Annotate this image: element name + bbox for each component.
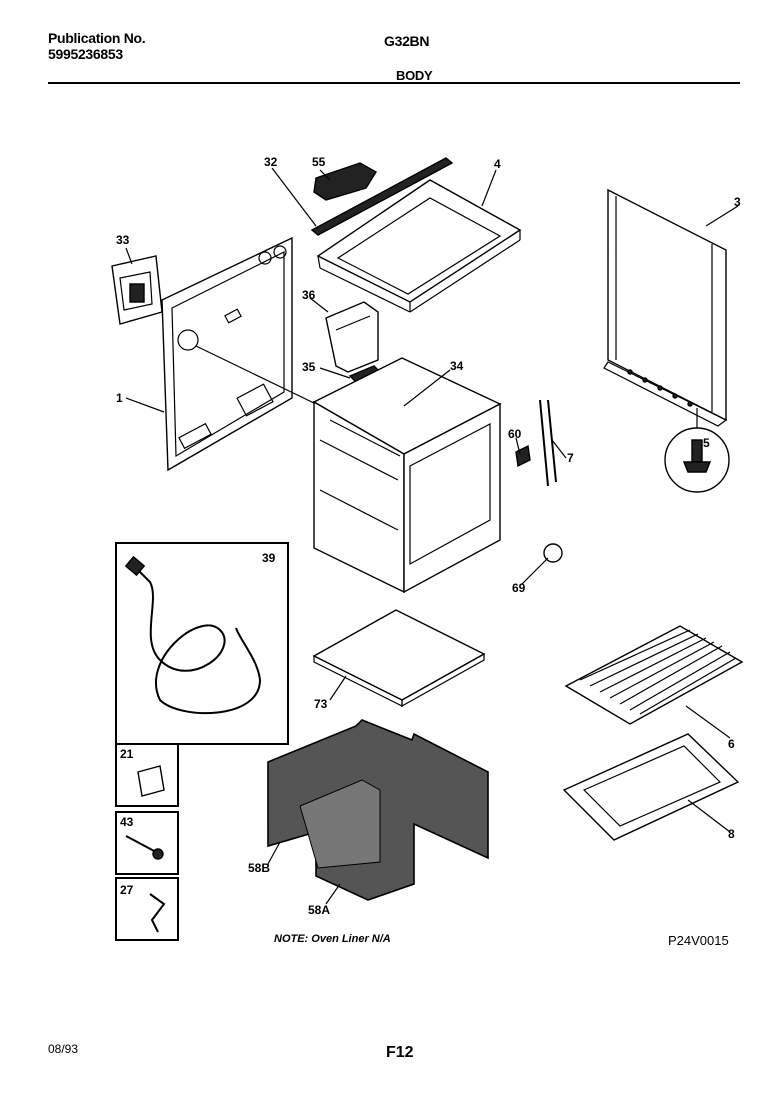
leader-lines: [125, 167, 739, 905]
callout-33: 33: [116, 233, 130, 247]
callout-8: 8: [728, 827, 735, 841]
section-title: BODY: [396, 68, 433, 83]
part-73-oven-bottom: [312, 609, 486, 708]
footer-date: 08/93: [48, 1042, 79, 1056]
part-33-box: [111, 255, 163, 325]
part-43-box: [115, 811, 179, 875]
oven-body: [312, 357, 502, 594]
callout-5: 5: [703, 436, 710, 450]
callout-60: 60: [508, 427, 522, 441]
part-3-side-panel: [603, 188, 728, 427]
publication-label: Publication No.: [48, 30, 146, 46]
callout-3: 3: [734, 195, 741, 209]
oven-liner-note: NOTE: Oven Liner N/A: [274, 933, 391, 945]
callout-21: 21: [120, 747, 134, 761]
diagram-code: P24V0015: [668, 933, 729, 948]
part-36-bracket: [325, 301, 379, 373]
callout-39: 39: [262, 551, 276, 565]
callout-32: 32: [264, 155, 278, 169]
callout-1: 1: [116, 391, 123, 405]
part-58-insulation: [267, 719, 489, 901]
callout-69: 69: [512, 581, 526, 595]
part-5-leveling-leg: [664, 408, 730, 493]
callout-43: 43: [120, 815, 134, 829]
part-4-top-frame: [316, 179, 522, 313]
model-number: G32BN: [384, 33, 430, 49]
callout-36: 36: [302, 288, 316, 302]
part-39-power-cord-box: [115, 542, 289, 745]
callout-7: 7: [567, 451, 574, 465]
part-21-box: [115, 743, 179, 807]
page-number: F12: [386, 1044, 414, 1061]
part-27-box: [115, 877, 179, 941]
callout-73: 73: [314, 697, 328, 711]
callout-55: 55: [312, 155, 326, 169]
part-8-broiler-pan: [562, 733, 740, 841]
callout-4: 4: [494, 157, 501, 171]
part-55-bracket: [313, 162, 377, 201]
part-69-knob: [543, 543, 563, 563]
publication-number: 5995236853: [48, 46, 123, 62]
part-32-strip: [310, 157, 454, 236]
part-6-oven-rack: [564, 625, 744, 725]
callout-58A: 58A: [308, 903, 331, 917]
callout-27: 27: [120, 883, 134, 897]
callout-58B: 58B: [248, 861, 271, 875]
callout-35: 35: [302, 360, 316, 374]
part-1-back-panel: [161, 236, 317, 472]
part-7-60-hinge: [515, 399, 557, 487]
callout-6: 6: [728, 737, 735, 751]
callout-34: 34: [450, 359, 464, 373]
